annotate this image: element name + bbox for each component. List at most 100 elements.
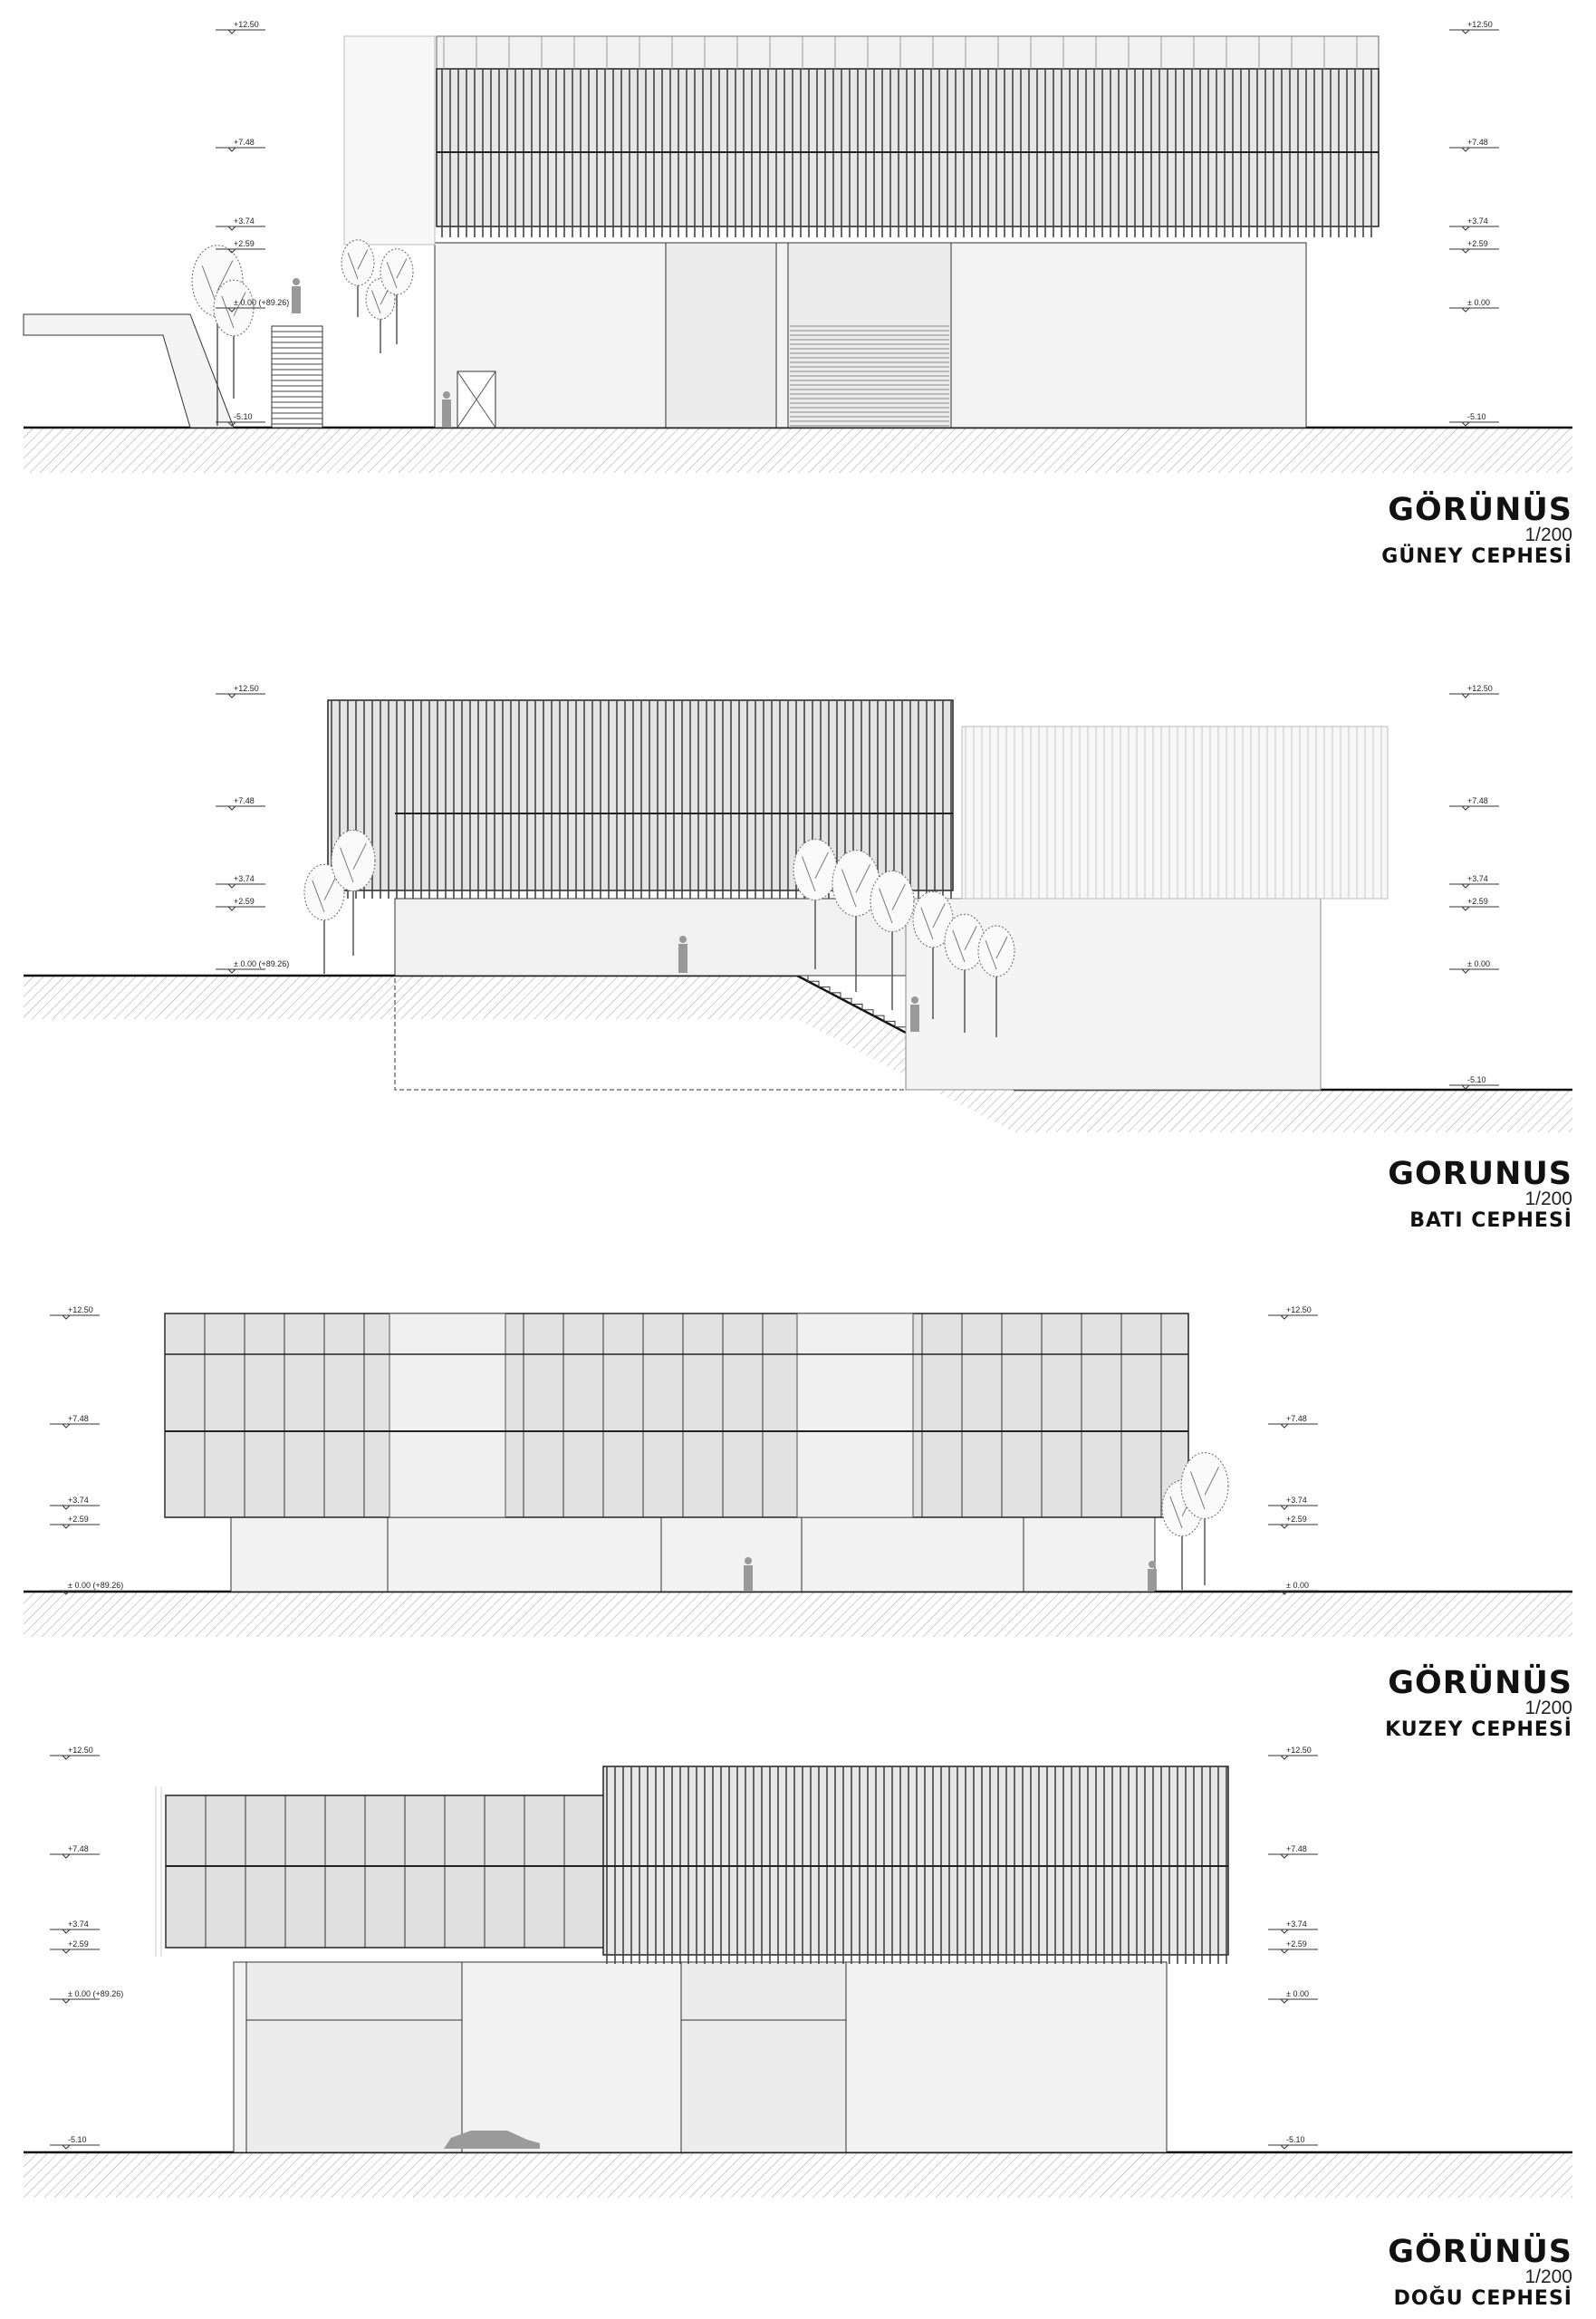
human-figures [678, 936, 919, 1032]
stair-treads [272, 331, 322, 425]
level-label: +3.74 [1286, 1920, 1307, 1929]
level-label: +7.48 [68, 1844, 89, 1853]
level-label: +3.74 [68, 1496, 89, 1505]
level-label: +12.50 [234, 684, 259, 693]
elevation-north-drawing: +12.50 +7.48 +3.74 +2.59 ± 0.00 (+89.26) +12… [24, 1305, 1572, 1637]
level-label: ± 0.00 [1467, 298, 1490, 307]
elevation-west-drawing: +12.50 +7.48 +3.74 +2.59 ± 0.00 (+89.26) +12… [24, 684, 1572, 1132]
ground-hatch [24, 2152, 1572, 2198]
light-louvers [965, 726, 1382, 899]
trees [303, 829, 1015, 1037]
level-markers-right: +12.50+7.48+3.74+2.59± 0.00 [1268, 1305, 1318, 1595]
ground-floor [230, 1516, 1156, 1593]
elevation-north: +12.50 +7.48 +3.74 +2.59 ± 0.00 (+89.26) +12… [0, 1268, 1596, 1757]
ground-hatch [24, 976, 1572, 1132]
level-markers-right: +12.50 +7.48 +3.74 +2.59 ± 0.00 -5.10 [1449, 684, 1499, 1090]
drawing-subtitle: GÜNEY CEPHESİ [1381, 545, 1572, 568]
level-label: -5.10 [68, 2135, 87, 2144]
level-label: -5.10 [1467, 1075, 1486, 1084]
parapet-band [436, 35, 1380, 70]
level-label: +2.59 [68, 1939, 89, 1949]
upper-facade-left [165, 1795, 606, 1949]
drawing-title: GORUNUS [1388, 1156, 1572, 1192]
level-markers-right: +12.50 +7.48 +3.74 +2.59 ± 0.00 -5.10 [1268, 1746, 1318, 2150]
level-label: +7.48 [1286, 1844, 1307, 1853]
level-label: ± 0.00 [1286, 1581, 1309, 1590]
drawing-title: GÖRÜNÜS [1388, 1665, 1572, 1701]
facade-louvers [331, 700, 952, 899]
rolling-shutter [790, 325, 949, 427]
level-label: +7.48 [1467, 796, 1488, 805]
level-label: +12.50 [234, 20, 259, 29]
level-label: +2.59 [234, 897, 255, 906]
drawing-scale: 1/200 [1524, 1698, 1572, 1718]
level-label: +2.59 [1286, 1515, 1307, 1524]
human-figures [744, 1557, 1157, 1591]
facade-panels [164, 1313, 1162, 1518]
level-label: +7.48 [234, 796, 255, 805]
elevation-east-drawing: +12.50 +7.48 +3.74 +2.59 ± 0.00 (+89.26) -5.1… [24, 1746, 1572, 2198]
elevation-south: +12.50 +7.48 +3.74 +2.59 ± 0.00 (+89.26) -5.1… [0, 0, 1596, 589]
level-label: +3.74 [234, 217, 255, 226]
ground-hatch [24, 1592, 1572, 1637]
entry-glazing-1 [665, 242, 777, 428]
car-silhouette [444, 2131, 540, 2149]
level-label: +3.74 [1286, 1496, 1307, 1505]
level-label: -5.10 [1286, 2135, 1305, 2144]
level-label: +7.48 [234, 138, 255, 147]
drawing-subtitle: DOĞU CEPHESİ [1393, 2287, 1572, 2310]
level-markers-left: +12.50 +7.48 +3.74 +2.59 ± 0.00 (+89.26) [216, 684, 289, 974]
upper-facade [436, 68, 1380, 227]
level-label: +12.50 [1286, 1305, 1312, 1314]
level-label: +3.74 [1467, 217, 1488, 226]
level-label: -5.10 [1467, 412, 1486, 421]
level-markers-left: +12.50 +7.48 +3.74 +2.59 ± 0.00 (+89.26) [50, 1305, 123, 1595]
ground-floor-bays [387, 1517, 1024, 1592]
level-markers-left: +12.50+7.48+3.74+2.59± 0.00 (+89.26)-5.1… [50, 1746, 123, 2150]
trees [1161, 1452, 1229, 1590]
level-label: +2.59 [1467, 897, 1488, 906]
level-label: +12.50 [68, 1305, 93, 1314]
glazing-bay-1 [245, 1961, 463, 2153]
upper-facade [164, 1313, 1189, 1518]
level-label: +2.59 [1286, 1939, 1307, 1949]
elevation-west: +12.50 +7.48 +3.74 +2.59 ± 0.00 (+89.26) +12… [0, 661, 1596, 1250]
level-label: ± 0.00 [1467, 959, 1490, 968]
trees [191, 239, 414, 426]
level-markers-left: +12.50+7.48+3.74+2.59± 0.00 (+89.26)-5.1… [216, 20, 289, 427]
human-figures [292, 278, 451, 427]
level-label: ± 0.00 (+89.26) [234, 959, 289, 968]
upper-facade-right [602, 1766, 1229, 1956]
level-label: +2.59 [68, 1515, 89, 1524]
side-screen-light [343, 35, 436, 245]
level-label: +7.48 [1467, 138, 1488, 147]
glazing-bay-2 [680, 1961, 847, 2153]
drawing-scale: 1/200 [1524, 524, 1572, 545]
level-label: +3.74 [1467, 874, 1488, 883]
level-markers-right: +12.50+7.48+3.74+2.59± 0.00-5.10 [1449, 20, 1499, 427]
level-label: +2.59 [234, 239, 255, 248]
drawing-subtitle: KUZEY CEPHESİ [1385, 1718, 1572, 1741]
title-block: GÖRÜNÜS 1/200 KUZEY CEPHESİ [1385, 1667, 1572, 1743]
level-label: +3.74 [68, 1920, 89, 1929]
elevation-east: +12.50 +7.48 +3.74 +2.59 ± 0.00 (+89.26) -5.1… [0, 1739, 1596, 2319]
side-screen-light [961, 726, 1389, 900]
elevation-south-drawing: +12.50 +7.48 +3.74 +2.59 ± 0.00 (+89.26) -5.1… [23, 20, 1572, 473]
drawing-title: GÖRÜNÜS [1388, 2234, 1572, 2270]
drawing-scale: 1/200 [1524, 1188, 1572, 1209]
level-label: +2.59 [1467, 239, 1488, 248]
level-label: ± 0.00 (+89.26) [234, 298, 289, 307]
level-label: ± 0.00 (+89.26) [68, 1581, 123, 1590]
drawing-subtitle: BATI CEPHESİ [1409, 1209, 1572, 1232]
level-label: ± 0.00 (+89.26) [68, 1989, 123, 1998]
level-label: +3.74 [234, 874, 255, 883]
level-label: ± 0.00 [1286, 1989, 1309, 1998]
ground-hatch [24, 428, 1572, 473]
drawing-title: GÖRÜNÜS [1388, 492, 1572, 528]
title-block: GORUNUS 1/200 BATI CEPHESİ [1388, 1158, 1572, 1234]
level-label: +12.50 [1467, 684, 1493, 693]
stair-block [271, 325, 323, 428]
level-label: +12.50 [1286, 1746, 1312, 1755]
title-block: GÖRÜNÜS 1/200 GÜNEY CEPHESİ [1381, 494, 1572, 570]
level-label: +7.48 [68, 1414, 89, 1423]
